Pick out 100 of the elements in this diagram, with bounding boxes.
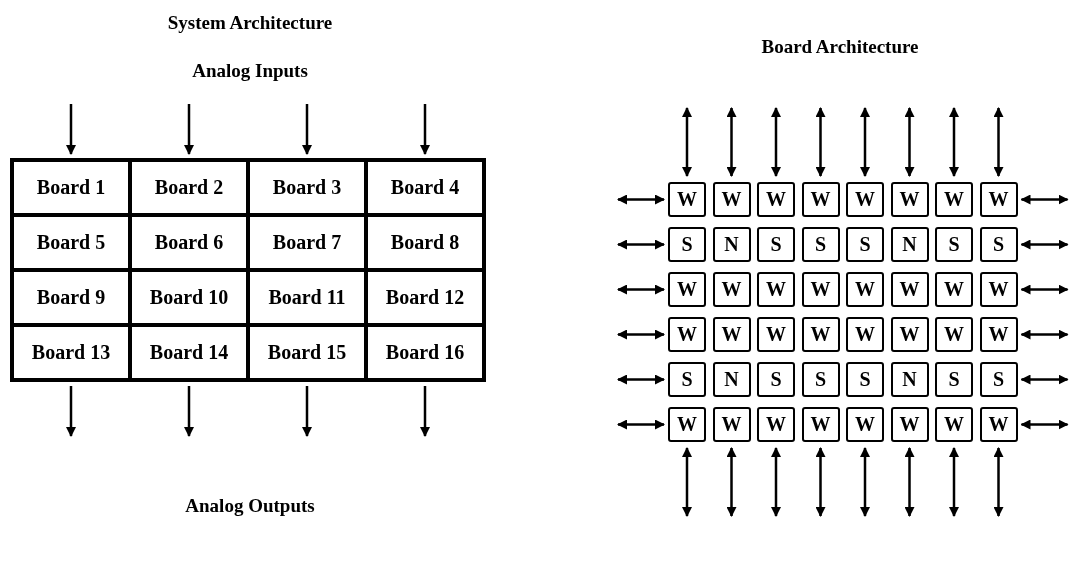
cell-box: W bbox=[935, 317, 973, 352]
cell-box: S bbox=[979, 362, 1018, 397]
arrow bbox=[617, 374, 665, 385]
board-box: Board 5 bbox=[12, 215, 130, 270]
cell-box: W bbox=[757, 272, 795, 307]
board-box: Board 15 bbox=[248, 325, 366, 380]
cell-box: S bbox=[846, 227, 884, 262]
board-box: Board 13 bbox=[12, 325, 130, 380]
arrow bbox=[617, 194, 665, 205]
cell-box: W bbox=[668, 272, 706, 307]
arrow bbox=[66, 104, 76, 155]
arrow bbox=[815, 107, 826, 177]
board-box: Board 9 bbox=[12, 270, 130, 325]
arrow bbox=[771, 447, 781, 517]
arrow bbox=[1020, 194, 1069, 205]
board-box: Board 7 bbox=[248, 215, 366, 270]
cell-box: W bbox=[712, 272, 751, 307]
cell-box: W bbox=[801, 407, 840, 442]
arrow bbox=[1020, 419, 1069, 430]
arrow bbox=[904, 447, 915, 517]
arrow bbox=[682, 447, 692, 517]
cell-box: W bbox=[712, 182, 751, 217]
io-label: Analog Inputs bbox=[192, 60, 308, 82]
arrow bbox=[617, 419, 665, 430]
cell-box: S bbox=[801, 362, 840, 397]
arrow bbox=[815, 447, 826, 517]
cell-box: W bbox=[846, 182, 884, 217]
cell-box: W bbox=[801, 317, 840, 352]
cell-box: W bbox=[846, 317, 884, 352]
cell-box: W bbox=[668, 182, 706, 217]
cell-box: W bbox=[801, 182, 840, 217]
cell-box: N bbox=[712, 362, 751, 397]
arrow bbox=[726, 447, 737, 517]
section-heading: System Architecture bbox=[167, 12, 333, 34]
arrow bbox=[420, 386, 430, 437]
arrow bbox=[682, 107, 692, 177]
cell-box: W bbox=[979, 182, 1018, 217]
arrow bbox=[66, 386, 76, 437]
cell-box: W bbox=[801, 272, 840, 307]
cell-box: W bbox=[890, 182, 929, 217]
board-box: Board 12 bbox=[366, 270, 484, 325]
arrow bbox=[617, 329, 665, 340]
arrow bbox=[904, 107, 915, 177]
cell-box: W bbox=[935, 182, 973, 217]
arrow bbox=[949, 107, 959, 177]
cell-box: N bbox=[712, 227, 751, 262]
section-heading: Board Architecture bbox=[761, 36, 919, 58]
cell-box: S bbox=[846, 362, 884, 397]
board-box: Board 6 bbox=[130, 215, 248, 270]
board-box: Board 14 bbox=[130, 325, 248, 380]
board-box: Board 16 bbox=[366, 325, 484, 380]
cell-box: W bbox=[935, 272, 973, 307]
cell-box: W bbox=[757, 182, 795, 217]
arrow bbox=[1020, 374, 1069, 385]
arrow bbox=[860, 447, 870, 517]
arrow bbox=[617, 239, 665, 250]
cell-box: W bbox=[979, 317, 1018, 352]
board-box: Board 10 bbox=[130, 270, 248, 325]
arrow bbox=[993, 107, 1004, 177]
board-box: Board 4 bbox=[366, 160, 484, 215]
arrow bbox=[420, 104, 430, 155]
board-box: Board 2 bbox=[130, 160, 248, 215]
cell-box: W bbox=[846, 272, 884, 307]
cell-box: S bbox=[668, 362, 706, 397]
arrow bbox=[184, 104, 194, 155]
arrow bbox=[1020, 329, 1069, 340]
arrow bbox=[302, 104, 312, 155]
board-box: Board 8 bbox=[366, 215, 484, 270]
arrow bbox=[1020, 239, 1069, 250]
arrow bbox=[993, 447, 1004, 517]
cell-box: W bbox=[890, 272, 929, 307]
cell-box: N bbox=[890, 362, 929, 397]
cell-box: S bbox=[757, 362, 795, 397]
board-box: Board 3 bbox=[248, 160, 366, 215]
cell-box: W bbox=[757, 407, 795, 442]
cell-box: W bbox=[979, 407, 1018, 442]
arrow bbox=[302, 386, 312, 437]
cell-box: N bbox=[890, 227, 929, 262]
board-box: Board 1 bbox=[12, 160, 130, 215]
arrow bbox=[726, 107, 737, 177]
cell-box: W bbox=[757, 317, 795, 352]
arrow bbox=[949, 447, 959, 517]
cell-box: W bbox=[935, 407, 973, 442]
cell-box: S bbox=[935, 362, 973, 397]
arrow bbox=[184, 386, 194, 437]
board-box: Board 11 bbox=[248, 270, 366, 325]
arrow bbox=[860, 107, 870, 177]
cell-box: S bbox=[979, 227, 1018, 262]
cell-box: W bbox=[668, 407, 706, 442]
arrow bbox=[1020, 284, 1069, 295]
io-label: Analog Outputs bbox=[185, 495, 315, 517]
cell-box: W bbox=[712, 407, 751, 442]
cell-box: S bbox=[801, 227, 840, 262]
arrow bbox=[617, 284, 665, 295]
cell-box: S bbox=[757, 227, 795, 262]
cell-box: W bbox=[890, 317, 929, 352]
cell-box: W bbox=[979, 272, 1018, 307]
arrow bbox=[771, 107, 781, 177]
cell-box: W bbox=[846, 407, 884, 442]
cell-box: W bbox=[668, 317, 706, 352]
